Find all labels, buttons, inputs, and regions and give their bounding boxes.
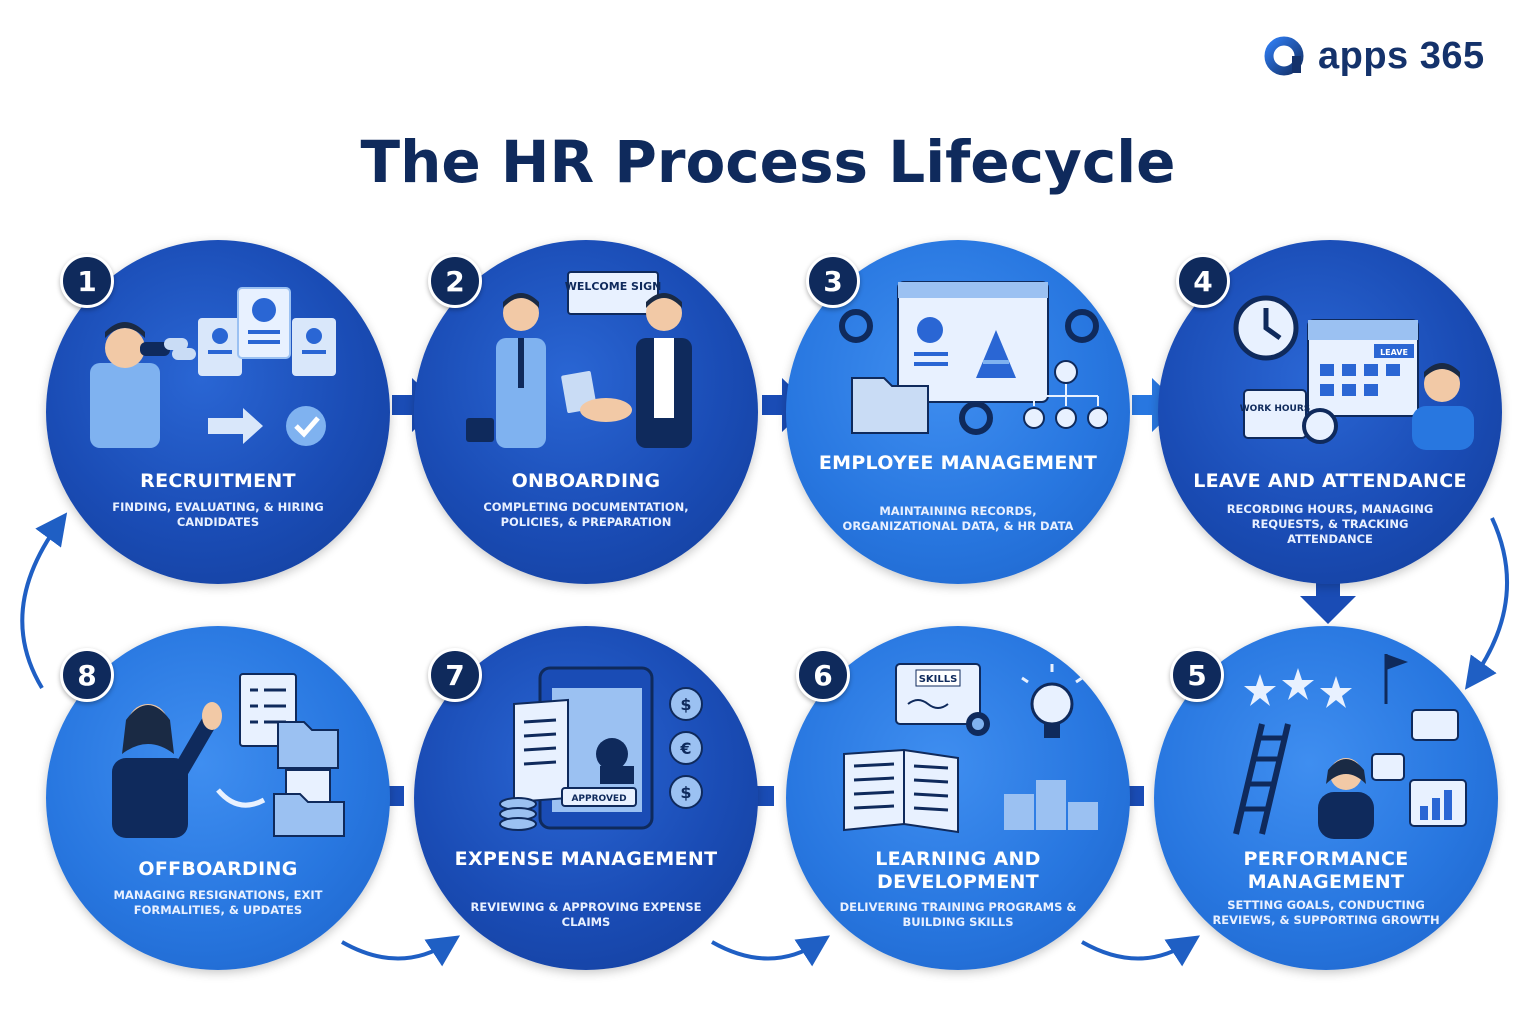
step-title: LEARNING AND DEVELOPMENT xyxy=(875,848,1041,893)
step-description: DELIVERING TRAINING PROGRAMS & BUILDING … xyxy=(839,900,1077,929)
step-employee-management: EMPLOYEE MANAGEMENT MAINTAINING RECORDS,… xyxy=(786,240,1130,584)
curve-arrow-left xyxy=(20,512,68,690)
step-number-badge: 2 xyxy=(428,254,482,308)
curve-arrow-bottom-3 xyxy=(1081,935,1201,967)
step-leave-attendance: LEAVE WORK HOURS LEAVE AND ATTENDANCE RE… xyxy=(1158,240,1502,584)
step-number-badge: 5 xyxy=(1170,648,1224,702)
brand-logo: apps 365 xyxy=(1262,32,1485,80)
arrow-4-to-5 xyxy=(1300,578,1356,624)
curve-arrow-bottom-1 xyxy=(341,935,461,967)
step-title: LEAVE AND ATTENDANCE xyxy=(1193,470,1467,492)
handshake-icon: WELCOME SIGN xyxy=(466,271,692,448)
step-recruitment: RECRUITMENT FINDING, EVALUATING, & HIRIN… xyxy=(46,240,390,584)
approved-stamp-label: APPROVED xyxy=(571,794,626,804)
step-number-badge: 3 xyxy=(806,254,860,308)
svg-text:€: € xyxy=(679,739,691,758)
binoculars-resume-icon xyxy=(90,287,336,448)
step-title: EXPENSE MANAGEMENT xyxy=(454,848,718,870)
step-description: MANAGING RESIGNATIONS, EXIT FORMALITIES,… xyxy=(113,888,323,917)
leave-label: LEAVE xyxy=(1380,348,1408,357)
step-title: ONBOARDING xyxy=(511,470,661,492)
step-number-badge: 6 xyxy=(796,648,850,702)
waving-person-icon xyxy=(112,673,345,838)
work-hours-label: WORK HOURS xyxy=(1240,404,1311,414)
svg-text:$: $ xyxy=(680,695,691,714)
welcome-sign-text: WELCOME SIGN xyxy=(565,280,662,293)
step-number-badge: 1 xyxy=(60,254,114,308)
step-title: RECRUITMENT xyxy=(140,470,296,492)
svg-text:$: $ xyxy=(680,783,691,802)
step-offboarding: OFFBOARDING MANAGING RESIGNATIONS, EXIT … xyxy=(46,626,390,970)
page-title: The HR Process Lifecycle xyxy=(360,128,1176,196)
step-number-badge: 4 xyxy=(1176,254,1230,308)
step-title: EMPLOYEE MANAGEMENT xyxy=(818,452,1098,474)
skills-label: SKILLS xyxy=(919,674,958,685)
curve-arrow-bottom-2 xyxy=(711,935,831,967)
step-description: REVIEWING & APPROVING EXPENSE CLAIMS xyxy=(470,900,702,929)
step-onboarding: WELCOME SIGN ONBOARDING COMPLETING DOCUM… xyxy=(414,240,758,584)
calendar-clock-icon: LEAVE WORK HOURS xyxy=(1233,295,1474,450)
step-description: RECORDING HOURS, MANAGING REQUESTS, & TR… xyxy=(1226,502,1434,546)
step-title: PERFORMANCE MANAGEMENT xyxy=(1243,848,1409,893)
step-description: COMPLETING DOCUMENTATION, POLICIES, & PR… xyxy=(483,500,689,529)
step-number-badge: 7 xyxy=(428,648,482,702)
ladder-stars-icon xyxy=(1233,654,1467,839)
receipt-stamp-icon: APPROVED $ € $ xyxy=(499,666,703,831)
step-number-badge: 8 xyxy=(60,648,114,702)
apps365-logo-icon xyxy=(1264,36,1304,76)
step-title: OFFBOARDING xyxy=(138,858,298,880)
org-chart-icon xyxy=(839,281,1108,435)
step-description: SETTING GOALS, CONDUCTING REVIEWS, & SUP… xyxy=(1212,898,1440,927)
book-lightbulb-icon: SKILLS xyxy=(843,663,1098,834)
arrow-3-to-4 xyxy=(1132,378,1180,432)
brand-name: apps 365 xyxy=(1318,34,1485,77)
curve-arrow-right xyxy=(1464,517,1509,690)
step-performance-management: PERFORMANCE MANAGEMENT SETTING GOALS, CO… xyxy=(1154,626,1498,970)
step-description: MAINTAINING RECORDS, ORGANIZATIONAL DATA… xyxy=(842,504,1074,533)
step-description: FINDING, EVALUATING, & HIRING CANDIDATES xyxy=(112,500,324,529)
